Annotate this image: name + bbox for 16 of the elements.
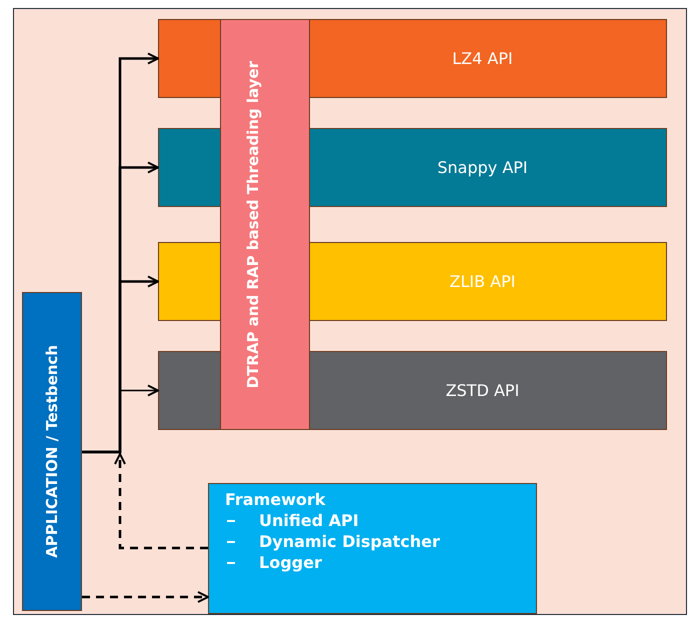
arrow (114, 453, 208, 550)
framework-heading: Framework (225, 490, 326, 509)
arrow (82, 276, 159, 454)
application-label: APPLICATION / Testbench (42, 345, 62, 558)
arrow (82, 591, 209, 603)
application-bar (22, 292, 82, 611)
api-label: ZLIB API (448, 272, 516, 291)
api-label: LZ4 API (451, 49, 513, 68)
api-label: ZSTD API (444, 381, 520, 400)
api-label: Snappy API (436, 158, 528, 177)
list-item: Logger (259, 553, 322, 572)
list-item: Unified API (259, 511, 359, 530)
list-item: Dynamic Dispatcher (259, 532, 440, 551)
threading-layer-band (220, 19, 310, 430)
layer-label: DTRAP and RAP based Threading layer (243, 60, 263, 388)
framework-box (208, 483, 537, 614)
